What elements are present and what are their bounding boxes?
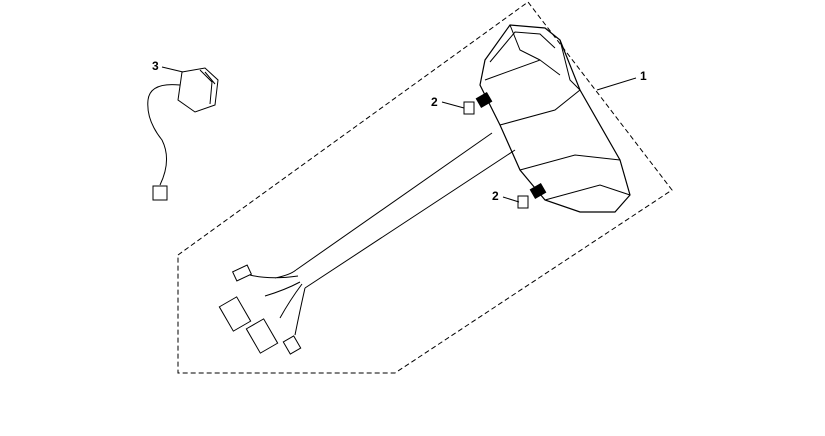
- instrument-cluster: [479, 24, 631, 213]
- wire-harness: [218, 132, 516, 355]
- connector: [245, 318, 279, 354]
- connector: [282, 335, 302, 355]
- connector: [231, 264, 253, 282]
- sensor-with-lead: [147, 67, 219, 201]
- grommet-lower: [517, 182, 547, 209]
- grommet-upper: [463, 91, 493, 115]
- callout-3: 3: [152, 59, 159, 73]
- connector: [218, 296, 252, 332]
- callout-1: 1: [640, 69, 647, 83]
- callout-2-lower: 2: [492, 189, 499, 203]
- callout-2-upper: 2: [431, 95, 438, 109]
- assembly-boundary: [177, 1, 673, 374]
